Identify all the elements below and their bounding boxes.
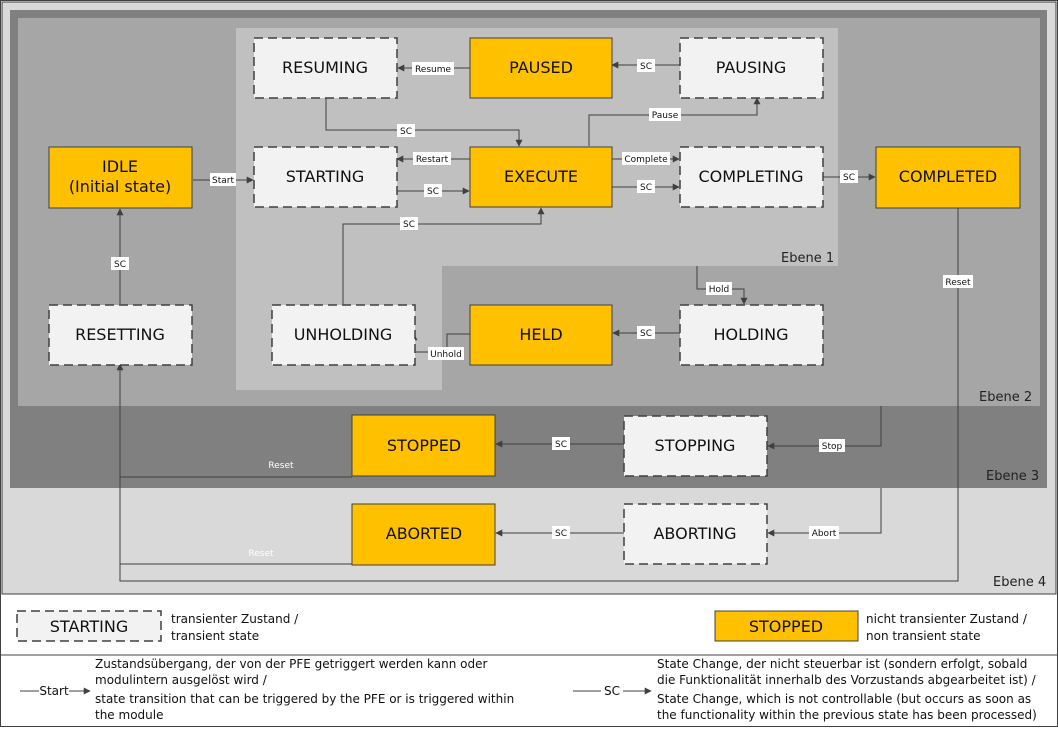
legend-sc-line4: the functionality within the previous st…	[657, 708, 1037, 722]
state-stopped-label: STOPPED	[387, 436, 461, 455]
legend-transient-box-label: STARTING	[50, 617, 128, 636]
legend-sc-line2: die Funktionalität innerhalb des Vorzust…	[657, 673, 1037, 687]
state-stopping-label: STOPPING	[655, 436, 736, 455]
state-stopping[interactable]	[623, 415, 768, 477]
label-sc-resuming: SC	[400, 127, 412, 137]
legend-transient-line2: transient state	[171, 629, 259, 643]
label-pause: Pause	[652, 111, 679, 121]
label-sc-resetting: SC	[114, 260, 126, 270]
state-execute[interactable]	[469, 146, 613, 208]
state-execute-label: EXECUTE	[504, 167, 578, 186]
state-held[interactable]	[469, 304, 613, 366]
state-unholding-label: UNHOLDING	[294, 325, 393, 344]
level1-label: Ebene 1	[781, 251, 834, 266]
state-paused[interactable]	[469, 37, 613, 99]
state-stopped[interactable]	[351, 414, 496, 477]
label-stop: Stop	[822, 442, 843, 452]
legend-stable-line2: non transient state	[866, 629, 980, 643]
states: RESUMING PAUSING STARTING COMPLETING RES…	[48, 37, 1021, 566]
label-sc-paused: SC	[640, 62, 652, 72]
state-aborted[interactable]	[351, 503, 496, 566]
state-aborted-label: ABORTED	[386, 524, 462, 543]
label-restart: Restart	[416, 155, 449, 165]
legend-stable-box-label: STOPPED	[749, 617, 823, 636]
state-completed[interactable]	[875, 146, 1021, 209]
state-resuming[interactable]	[253, 37, 398, 99]
state-idle[interactable]	[48, 146, 193, 209]
edge-abort	[767, 488, 882, 537]
label-sc-completing: SC	[843, 173, 855, 183]
level4-label: Ebene 4	[993, 575, 1046, 590]
label-abort: Abort	[812, 529, 837, 539]
label-sc-execute: SC	[640, 183, 652, 193]
label-hold: Hold	[709, 285, 730, 295]
legend-stable-box	[714, 610, 859, 642]
state-resetting-label: RESETTING	[75, 325, 165, 344]
state-completing[interactable]	[679, 146, 824, 208]
state-idle-label: IDLE	[102, 157, 138, 176]
level3-label: Ebene 3	[986, 469, 1039, 484]
label-complete: Complete	[624, 155, 668, 165]
label-sc-unholding: SC	[403, 220, 415, 230]
level2-label: Ebene 2	[979, 390, 1032, 405]
label-reset-completed: Reset	[945, 278, 971, 288]
legend: STARTING transienter Zustand / transient…	[0, 610, 1058, 722]
legend-transient-line1: transienter Zustand /	[171, 612, 299, 626]
state-paused-label: PAUSED	[509, 58, 573, 77]
state-pausing-label: PAUSING	[716, 58, 787, 77]
edge-stop	[767, 406, 882, 450]
label-reset-stopped: Reset	[268, 461, 294, 471]
legend-start-label: Start	[39, 684, 69, 698]
edge-unholding-execute	[342, 207, 545, 304]
legend-sc-line1: State Change, der nicht steuerbar ist (s…	[657, 657, 1027, 671]
state-holding-label: HOLDING	[714, 325, 789, 344]
label-sc-aborting: SC	[555, 529, 567, 539]
state-completed-label: COMPLETED	[899, 167, 997, 186]
label-sc-holding: SC	[640, 329, 652, 339]
state-resuming-label: RESUMING	[282, 58, 368, 77]
state-holding[interactable]	[679, 304, 824, 366]
label-resume: Resume	[415, 65, 452, 75]
state-unholding[interactable]	[271, 304, 416, 366]
legend-sc-line3: State Change, which is not controllable …	[657, 692, 1031, 706]
label-sc-starting: SC	[427, 187, 439, 197]
edge-resuming-execute	[325, 98, 523, 147]
state-aborting-label: ABORTING	[653, 524, 736, 543]
label-start: Start	[212, 176, 234, 186]
legend-start-line2: modulintern ausgelöst wird /	[95, 673, 268, 687]
legend-sc-label: SC	[604, 684, 620, 698]
label-unhold: Unhold	[430, 350, 462, 360]
level1-area	[236, 28, 838, 390]
state-held-label: HELD	[519, 325, 562, 344]
legend-start-line4: the module	[95, 708, 163, 722]
state-starting[interactable]	[253, 146, 398, 208]
state-pausing[interactable]	[679, 37, 824, 99]
state-completing-label: COMPLETING	[698, 167, 803, 186]
state-resetting[interactable]	[48, 304, 193, 366]
legend-start-line3: state transition that can be triggered b…	[95, 692, 514, 706]
legend-start-line1: Zustandsübergang, der von der PFE getrig…	[95, 657, 487, 671]
transition-labels: Resume SC SC Pause Start Restart SC Comp…	[111, 59, 973, 559]
state-idle-sublabel: (Initial state)	[69, 177, 171, 196]
label-reset-aborted: Reset	[248, 549, 274, 559]
legend-stable-line1: nicht transienter Zustand /	[866, 612, 1028, 626]
state-starting-label: STARTING	[286, 167, 364, 186]
state-aborting[interactable]	[623, 503, 768, 565]
label-sc-stopping: SC	[555, 440, 567, 450]
edge-reset-completed	[116, 208, 959, 582]
legend-transient-box	[16, 610, 162, 642]
